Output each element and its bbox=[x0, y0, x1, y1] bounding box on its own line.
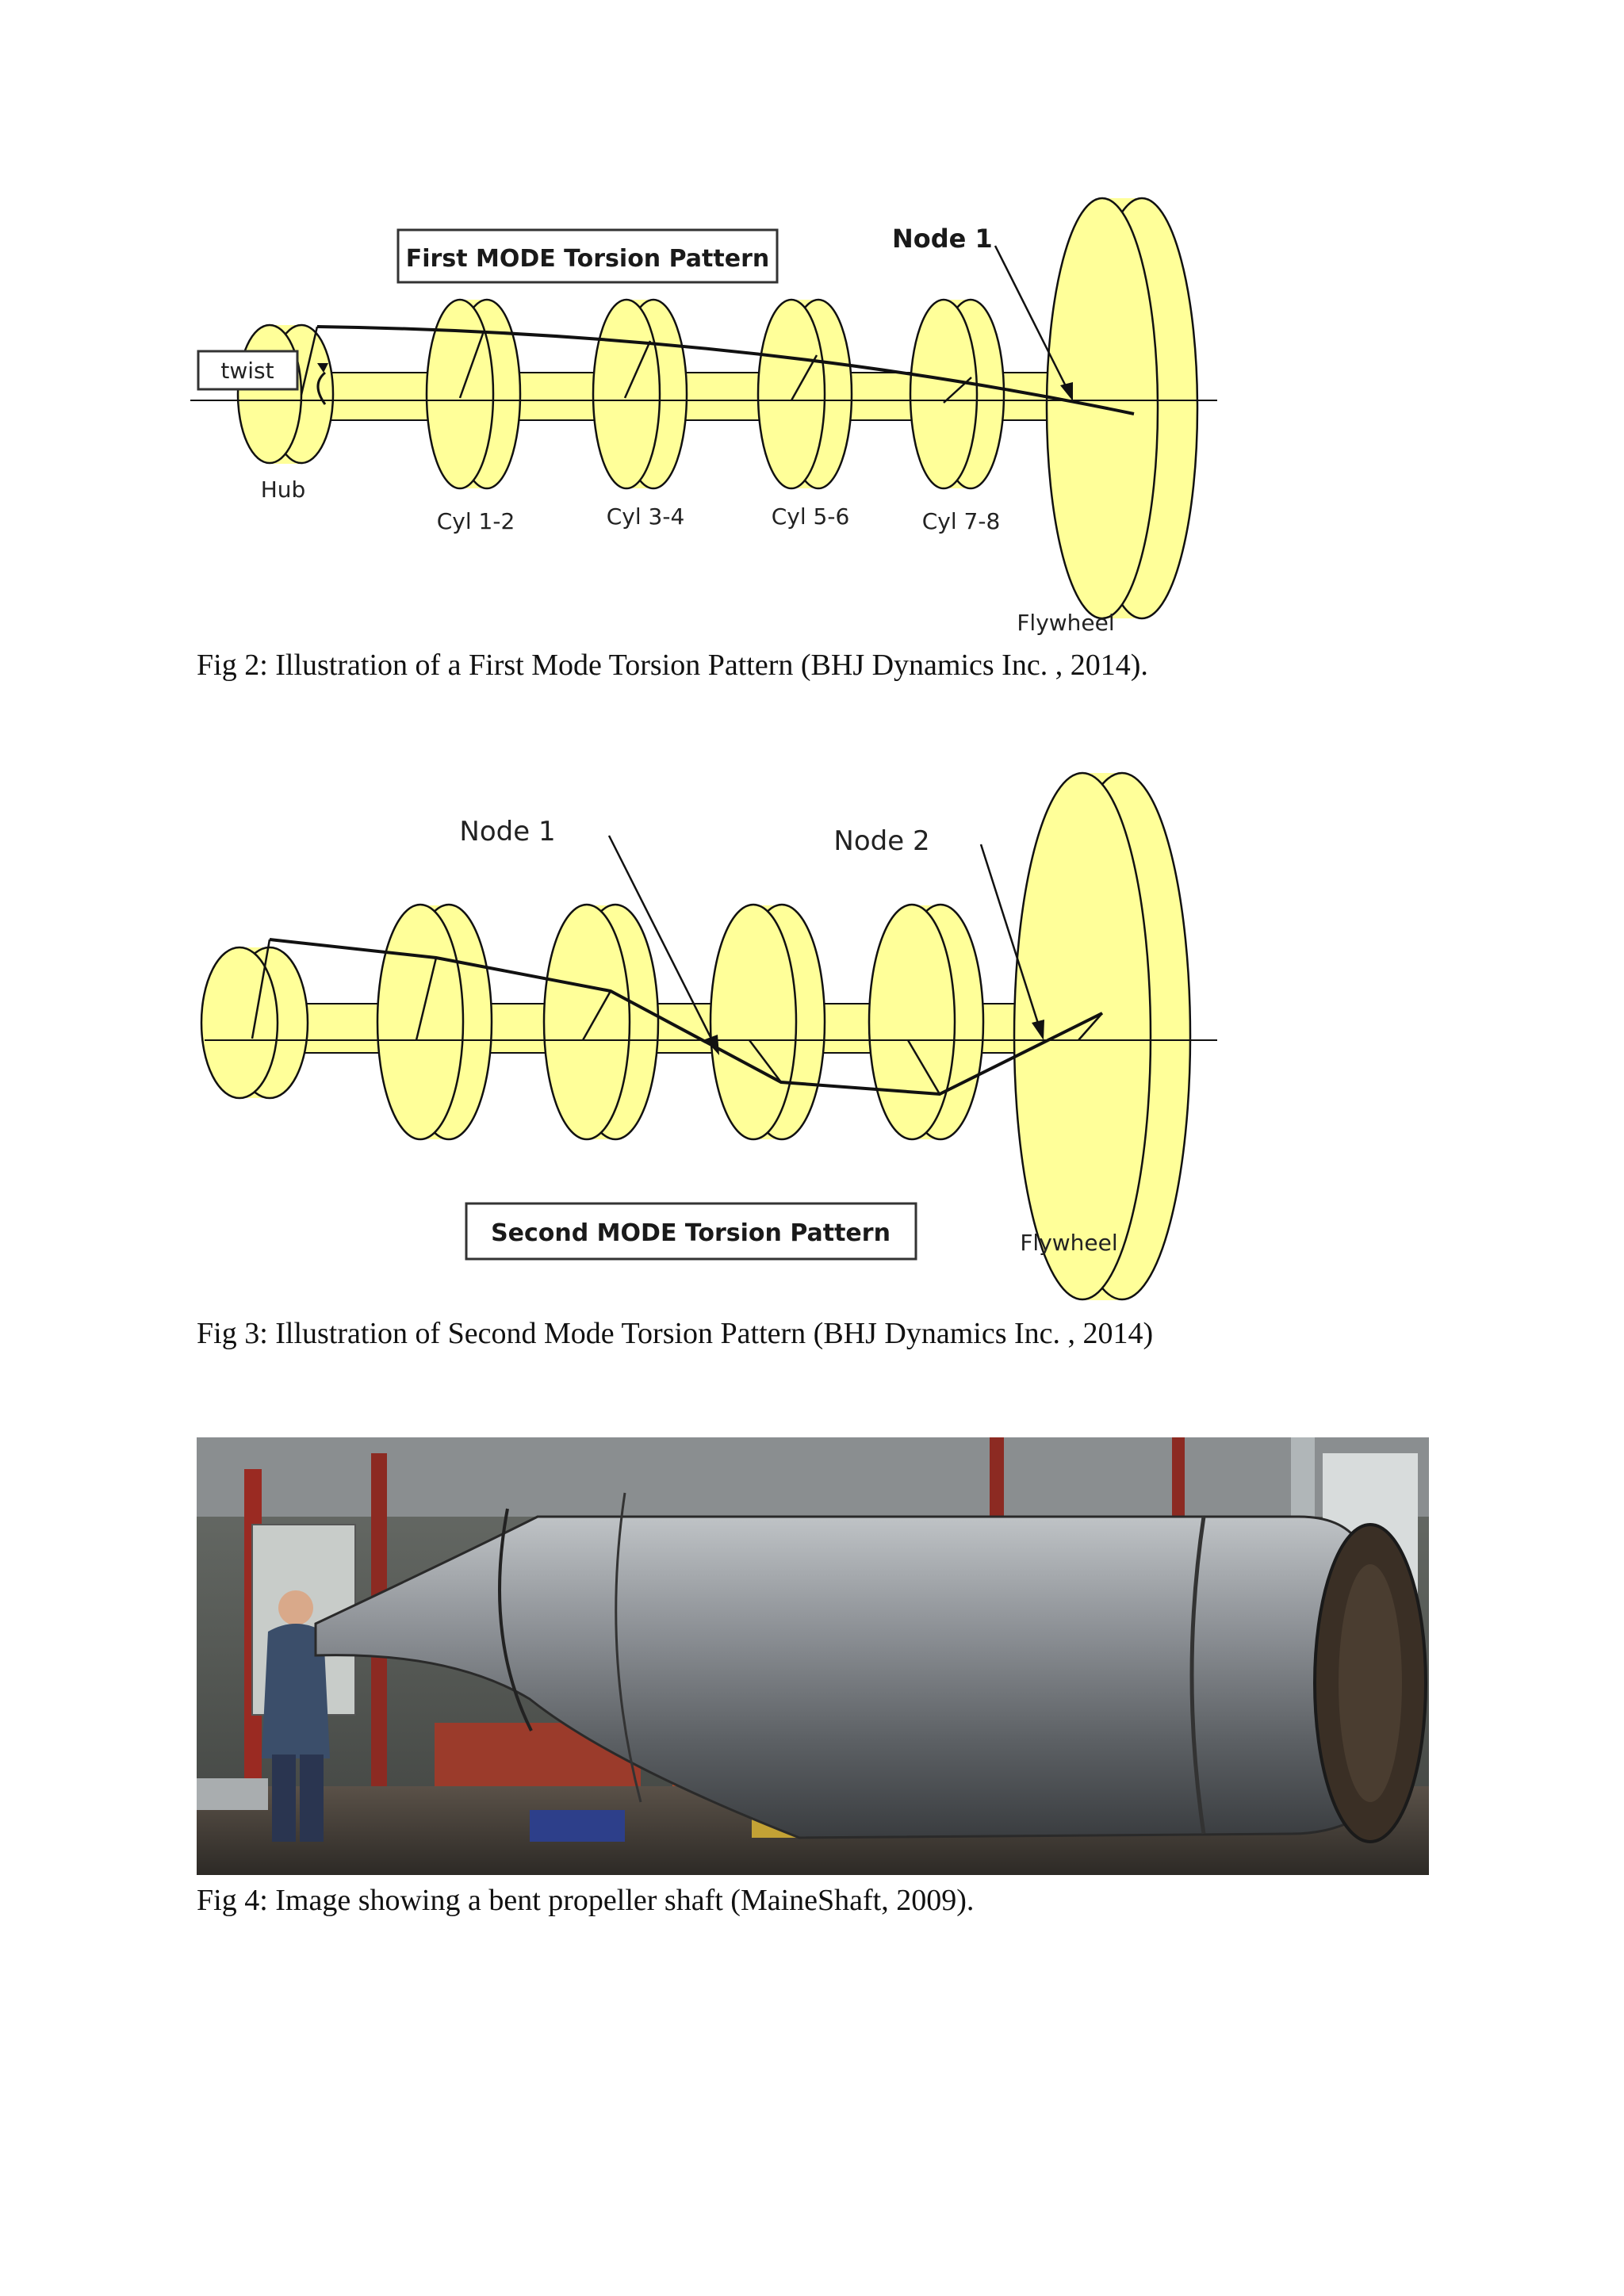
cyl-disk-3 bbox=[756, 298, 853, 490]
cyl-disk-2-2 bbox=[542, 903, 660, 1141]
node1-arrow-2 bbox=[607, 835, 717, 1047]
first-mode-diagram: First MODE Torsion Pattern twist Node 1 … bbox=[190, 197, 1217, 636]
node2-label: Node 2 bbox=[833, 825, 929, 857]
flywheel-label-2: Flywheel bbox=[1020, 1230, 1117, 1256]
cyl-label-3: Cyl 5-6 bbox=[772, 503, 850, 530]
cyl-label-1: Cyl 1-2 bbox=[437, 508, 515, 534]
hub-disk bbox=[236, 323, 335, 465]
cyl-disk-2-4 bbox=[868, 903, 985, 1141]
node1-label: Node 1 bbox=[892, 224, 993, 254]
propeller-shaft bbox=[314, 1492, 1427, 1843]
figure-second-mode: Node 1 Node 2 Second MODE Torsion Patter… bbox=[190, 761, 1221, 1308]
first-mode-title: First MODE Torsion Pattern bbox=[406, 245, 769, 273]
second-mode-title: Second MODE Torsion Pattern bbox=[491, 1219, 891, 1247]
flywheel-label: Flywheel bbox=[1017, 610, 1114, 636]
hub-disk-2 bbox=[200, 946, 309, 1100]
flywheel-disk-2 bbox=[1013, 771, 1192, 1301]
cyl-disk-2-3 bbox=[709, 903, 826, 1141]
node1-label-2: Node 1 bbox=[459, 816, 555, 848]
cyl-disk-4 bbox=[909, 298, 1005, 490]
cyl-label-2: Cyl 3-4 bbox=[607, 503, 685, 530]
cyl-disk-1 bbox=[425, 298, 522, 490]
cyl-disk-2-1 bbox=[376, 903, 493, 1141]
twist-label: twist bbox=[220, 358, 274, 384]
node2-arrow bbox=[979, 844, 1042, 1031]
flywheel-disk bbox=[1045, 197, 1199, 620]
hub-label: Hub bbox=[261, 476, 306, 503]
second-mode-diagram: Node 1 Node 2 Second MODE Torsion Patter… bbox=[200, 771, 1217, 1301]
figure-3-caption: Fig 3: Illustration of Second Mode Torsi… bbox=[197, 1317, 1154, 1350]
figure-first-mode: First MODE Torsion Pattern twist Node 1 … bbox=[190, 190, 1221, 650]
figure-2-caption: Fig 2: Illustration of a First Mode Tors… bbox=[197, 649, 1148, 682]
node1-arrow bbox=[994, 245, 1071, 393]
cyl-label-4: Cyl 7-8 bbox=[922, 508, 1001, 534]
worker-figure bbox=[262, 1590, 330, 1842]
figure-4-caption: Fig 4: Image showing a bent propeller sh… bbox=[197, 1884, 975, 1917]
bent-shaft-illustration bbox=[197, 1437, 1429, 1875]
bent-shaft-photo bbox=[197, 1437, 1429, 1875]
cyl-disk-2 bbox=[592, 298, 688, 490]
